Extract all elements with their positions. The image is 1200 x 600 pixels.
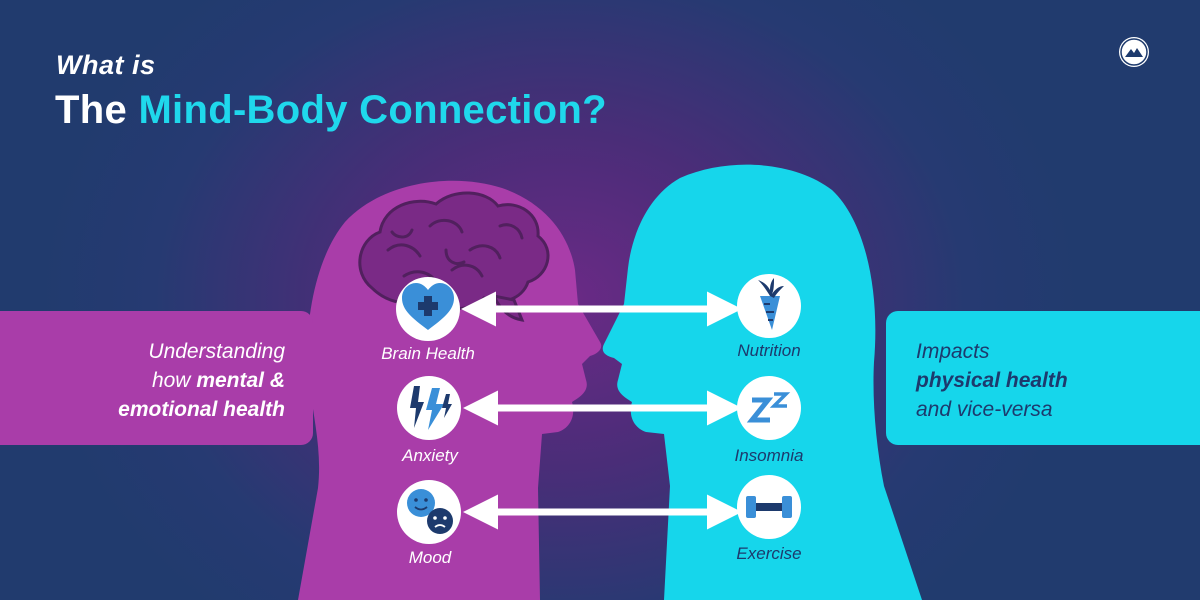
faces-icon	[397, 480, 461, 544]
mind-desc-plain: how	[151, 369, 191, 392]
page-title: The Mind-Body Connection?	[55, 88, 607, 133]
mind-description-text: Understanding how mental & emotional hea…	[118, 337, 285, 424]
body-desc-line1: Impacts	[916, 340, 990, 363]
label-exercise: Exercise	[736, 544, 802, 563]
label-mood: Mood	[408, 548, 452, 567]
label-brain-health: Brain Health	[381, 344, 475, 363]
body-desc-line2: physical health	[916, 366, 1068, 395]
heart-plus-icon	[396, 277, 460, 341]
mind-desc-line2: how mental &	[118, 366, 285, 395]
mind-desc-bold-2: emotional health	[118, 398, 285, 421]
zzz-icon	[737, 376, 801, 440]
title-word-the: The	[55, 88, 128, 132]
label-anxiety: Anxiety	[402, 446, 458, 465]
body-desc-bold: physical health	[916, 369, 1068, 392]
mind-description-panel: Understanding how mental & emotional hea…	[0, 311, 313, 445]
body-desc-line3: and vice-versa	[916, 398, 1053, 421]
title-accent: Mind-Body Connection?	[138, 88, 607, 132]
mind-desc-line1: Understanding	[148, 340, 285, 363]
lightning-icon	[397, 376, 461, 440]
body-description-panel: Impacts physical health and vice-versa	[886, 311, 1200, 445]
mind-desc-line3: emotional health	[118, 395, 285, 424]
label-insomnia: Insomnia	[734, 446, 804, 465]
label-nutrition: Nutrition	[737, 341, 801, 360]
title-prefix: What is	[56, 50, 156, 80]
mountain-logo-icon	[1119, 37, 1149, 67]
body-description-text: Impacts physical health and vice-versa	[916, 337, 1068, 424]
mind-desc-bold: mental &	[196, 369, 285, 392]
dumbbell-icon	[737, 475, 801, 539]
carrot-icon	[737, 274, 801, 338]
